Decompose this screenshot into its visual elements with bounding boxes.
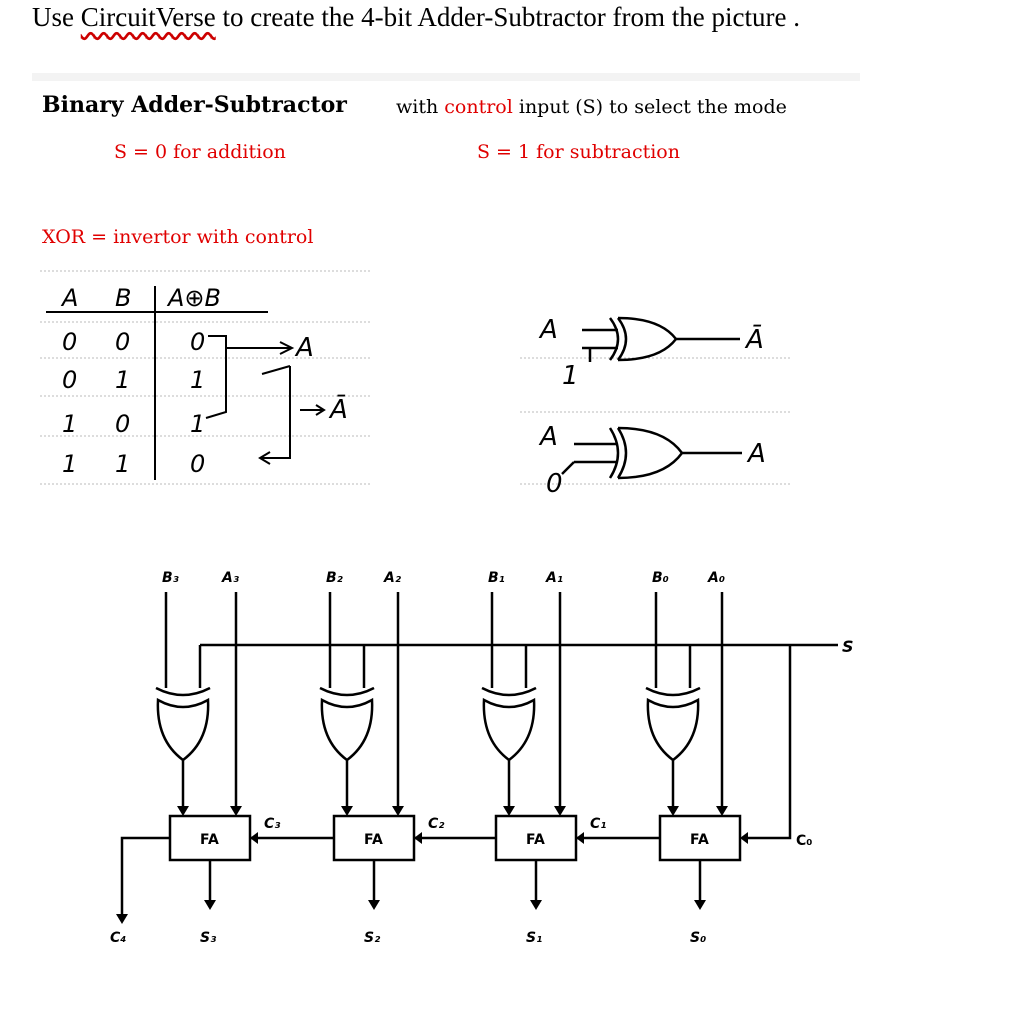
sum-label: S₀ bbox=[690, 930, 706, 946]
instruction-text: Use CircuitVerse to create the 4-bit Add… bbox=[32, 2, 800, 33]
cin-label: C₀ bbox=[796, 833, 812, 849]
xor-gate-drawing-2 bbox=[561, 426, 742, 480]
input-a-label: A₀ bbox=[707, 570, 725, 586]
gate2-output: A bbox=[746, 439, 766, 469]
input-a-label: A₂ bbox=[383, 570, 402, 586]
mode-addition: S = 0 for addition bbox=[114, 141, 286, 163]
tt-cell: 1 bbox=[190, 410, 205, 438]
full-adder-label: FA bbox=[200, 832, 219, 848]
arrow-head bbox=[530, 900, 542, 910]
arrow-head bbox=[177, 806, 189, 816]
xor-gate bbox=[156, 697, 210, 762]
circuitverse-word: CircuitVerse bbox=[80, 2, 216, 32]
annot-a: A bbox=[294, 333, 314, 363]
slide-title: Binary Adder-Subtractor bbox=[42, 92, 347, 118]
tt-cell: 1 bbox=[115, 450, 130, 478]
arrow-head bbox=[554, 806, 566, 816]
xor-gate bbox=[482, 697, 536, 762]
input-b-label: B₀ bbox=[652, 570, 669, 586]
xor-gate-drawing-1 bbox=[582, 316, 740, 362]
arrow-head bbox=[116, 914, 128, 924]
xor-gate bbox=[320, 697, 374, 762]
arrow-head bbox=[250, 832, 258, 844]
full-adder-label: FA bbox=[364, 832, 383, 848]
annot-abar: Ā bbox=[328, 394, 348, 425]
instruction-suffix: to create the 4-bit Adder-Subtractor fro… bbox=[215, 2, 800, 32]
xor-gate bbox=[646, 697, 700, 762]
tt-cell: 0 bbox=[62, 366, 77, 394]
full-adder-label: FA bbox=[526, 832, 545, 848]
arrow-head bbox=[230, 806, 242, 816]
tt-cell: 1 bbox=[62, 450, 77, 478]
xor-extra-arc bbox=[481, 686, 537, 697]
gate1-input-a: A bbox=[538, 315, 558, 345]
tt-header-b: B bbox=[115, 284, 131, 312]
arrow-head bbox=[368, 900, 380, 910]
gate1-output: Ā bbox=[744, 324, 764, 355]
cin-arrow bbox=[740, 832, 748, 844]
tt-cell: 1 bbox=[62, 410, 77, 438]
sum-label: S₁ bbox=[526, 930, 542, 946]
cout-label: C₄ bbox=[110, 930, 126, 946]
arrow-head bbox=[341, 806, 353, 816]
tt-header-xor: A⊕B bbox=[166, 284, 221, 312]
arrow-head bbox=[694, 900, 706, 910]
mode-subtraction-pre: S = 1 for bbox=[477, 141, 570, 163]
gate2-input-a: A bbox=[538, 422, 558, 452]
arrow-head bbox=[204, 900, 216, 910]
tt-cell: 0 bbox=[115, 410, 130, 438]
mode-addition-pre: S = 0 for bbox=[114, 141, 207, 163]
carry-label: C₁ bbox=[590, 816, 606, 832]
mode-addition-word: addition bbox=[206, 141, 286, 163]
full-adder-label: FA bbox=[690, 832, 709, 848]
arrow-head bbox=[667, 806, 679, 816]
control-s-label: S bbox=[842, 637, 854, 656]
arrow-head bbox=[576, 832, 584, 844]
subtitle-pre: with bbox=[396, 96, 445, 118]
mode-subtraction: S = 1 for subtraction bbox=[477, 141, 680, 163]
xor-extra-arc bbox=[645, 686, 701, 697]
tt-header-a: A bbox=[60, 284, 78, 312]
tt-cell: 0 bbox=[190, 450, 205, 478]
arrow-head bbox=[414, 832, 422, 844]
arrow-head bbox=[503, 806, 515, 816]
gate2-input-0: 0 bbox=[546, 469, 563, 499]
instruction-prefix: Use bbox=[32, 2, 81, 32]
full-adder-block bbox=[494, 814, 578, 862]
carry-label: C₂ bbox=[428, 816, 445, 832]
tt-cell: 1 bbox=[190, 366, 205, 394]
subtitle-post: input (S) to select the mode bbox=[512, 96, 787, 118]
input-b-label: B₂ bbox=[326, 570, 344, 586]
subtitle-red: control bbox=[444, 96, 513, 118]
cout-wire bbox=[120, 836, 170, 920]
tt-cell: 0 bbox=[190, 328, 205, 356]
input-b-label: B₃ bbox=[162, 570, 179, 586]
input-a-label: A₁ bbox=[545, 570, 563, 586]
tt-cell: 1 bbox=[115, 366, 130, 394]
arrow-head bbox=[716, 806, 728, 816]
arrow-head bbox=[392, 806, 404, 816]
slide-subtitle: with control input (S) to select the mod… bbox=[396, 96, 787, 118]
cin-line bbox=[742, 645, 792, 840]
sum-label: S₃ bbox=[200, 930, 216, 946]
sum-label: S₂ bbox=[364, 930, 381, 946]
tt-cell: 0 bbox=[62, 328, 77, 356]
tt-cell: 0 bbox=[115, 328, 130, 356]
xor-extra-arc bbox=[155, 686, 211, 697]
mode-subtraction-word: subtraction bbox=[569, 141, 680, 163]
input-b-label: B₁ bbox=[488, 570, 505, 586]
gate1-input-1: 1 bbox=[562, 361, 579, 391]
xor-extra-arc bbox=[319, 686, 375, 697]
full-adder-block bbox=[332, 814, 416, 862]
slide-top-band bbox=[32, 73, 860, 81]
input-a-label: A₃ bbox=[221, 570, 239, 586]
carry-label: C₃ bbox=[264, 816, 280, 832]
xor-note: XOR = invertor with control bbox=[42, 226, 314, 248]
